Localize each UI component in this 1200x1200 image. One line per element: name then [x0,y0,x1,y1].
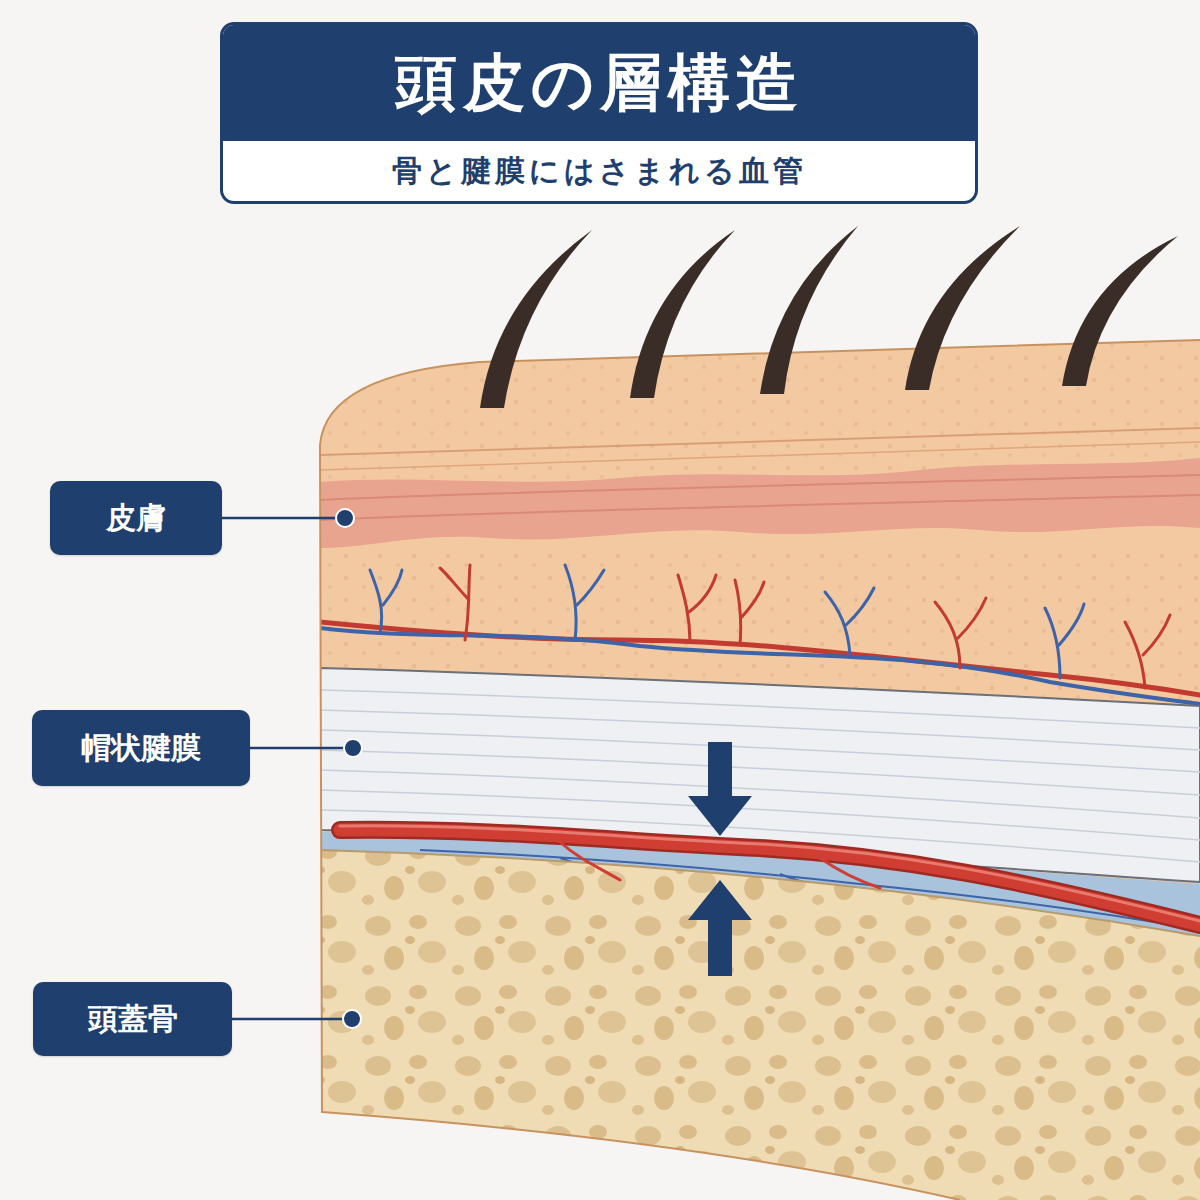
skull-bone [300,850,1200,1200]
dermis-line [320,495,1200,520]
title-text: 頭皮の層構造 [395,41,804,125]
label-box: 皮膚 [50,481,222,555]
label-text: 頭蓋骨 [88,1001,178,1037]
label-text: 皮膚 [106,500,166,536]
label-text: 帽状腱膜 [81,730,201,766]
title-bar: 頭皮の層構造 [223,25,975,141]
tissue-layers [300,320,1200,1200]
bone-pores [300,850,1200,1200]
base-fill [300,320,1200,1200]
hairs [480,226,1178,408]
compression-arrows [688,742,752,976]
label-box: 頭蓋骨 [33,982,232,1056]
caption-bar: 骨と腱膜にはさまれる血管 [223,141,975,201]
epidermis-line [320,428,1200,455]
label-box: 帽状腱膜 [32,710,250,786]
main-vessel [340,826,1200,925]
title-box: 頭皮の層構造骨と腱膜にはさまれる血管 [220,22,978,204]
block-outline [320,340,1200,1200]
dermis-band [320,458,1200,548]
dermis-line [320,475,1200,500]
caption-text: 骨と腱膜にはさまれる血管 [392,151,807,192]
